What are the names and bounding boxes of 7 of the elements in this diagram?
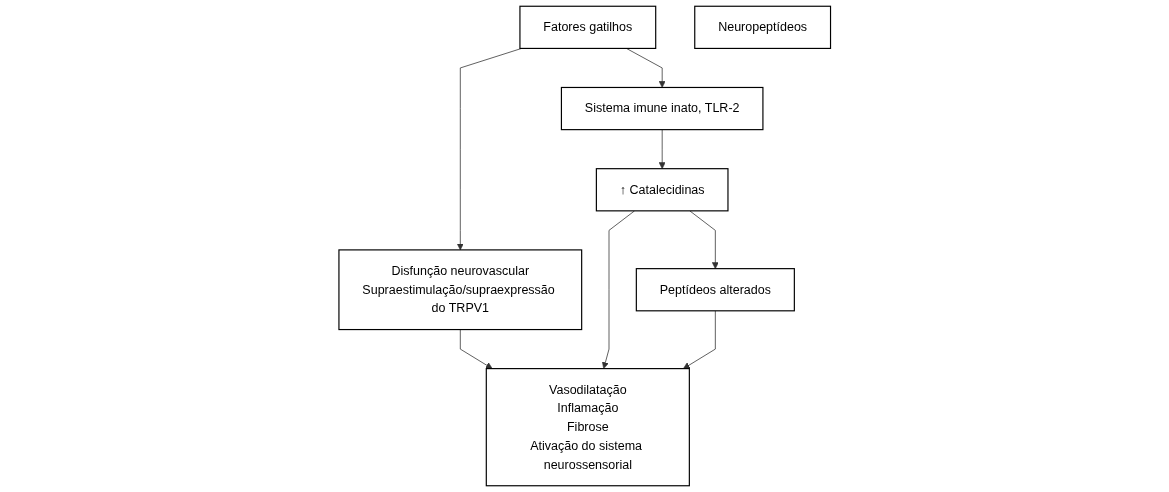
node-box: Sistema imune inato, TLR-2 (560, 86, 764, 131)
node-box: Disfunção neurovascular Supraestimulação/supraexpressão do TRPV1 (338, 249, 583, 331)
node-box: Fatores gatilhos (519, 5, 657, 49)
node-box: Neuropeptídeos (693, 5, 831, 49)
node-box: Peptídeos alterados (635, 268, 795, 312)
node-box: Vasodilatação Inflamação Fibrose Ativação do sistema neurossensorial (485, 368, 690, 487)
node-box: ↑ Catalecidinas (595, 168, 729, 212)
